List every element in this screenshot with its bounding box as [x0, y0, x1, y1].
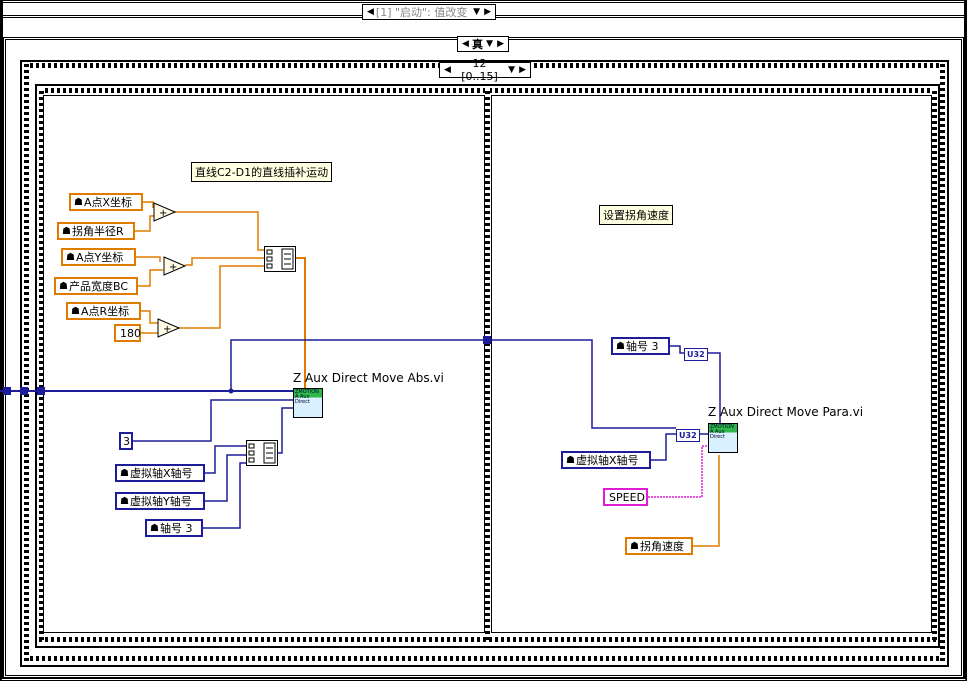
wire-tunnel: [3, 387, 11, 395]
sequence-right-filmstrip: [940, 63, 945, 661]
add-node-1-icon[interactable]: +: [153, 202, 176, 222]
flat-frame-right: [491, 95, 932, 633]
control-axis-3-right[interactable]: ☗轴号 3: [611, 337, 670, 355]
vi-title-move-para: Z Aux Direct Move Para.vi: [708, 405, 864, 419]
svg-text:+: +: [163, 324, 171, 335]
local-variable-icon: ☗: [71, 305, 80, 317]
svg-text:+: +: [169, 262, 177, 273]
sequence-bottom-filmstrip: [24, 656, 945, 661]
control-corner-radius[interactable]: ☗拐角半径R: [57, 222, 135, 240]
sequence-label: 12 [0..15]: [461, 57, 498, 83]
to-u32-node-1[interactable]: U32: [684, 348, 708, 361]
control-a-x[interactable]: ☗A点X坐标: [69, 193, 143, 211]
event-case-label: [1] "启动": 值改变: [375, 6, 468, 19]
control-product-width[interactable]: ☗产品宽度BC: [54, 277, 138, 295]
sequence-left-filmstrip: [24, 63, 29, 661]
add-node-3-icon[interactable]: +: [157, 318, 180, 338]
next-case-icon[interactable]: ▶: [497, 39, 504, 49]
flat-frame-divider: [485, 88, 490, 640]
build-array-node-1-icon[interactable]: [264, 246, 296, 272]
local-variable-icon: ☗: [120, 467, 129, 479]
control-virtual-x-axis-right[interactable]: ☗虚拟轴X轴号: [561, 451, 651, 469]
prev-frame-icon[interactable]: ◀: [444, 65, 451, 75]
flat-sequence-right-filmstrip: [932, 88, 937, 640]
flat-sequence-left-filmstrip: [39, 88, 44, 640]
sequence-frame: [20, 60, 949, 667]
local-variable-icon: ☗: [630, 540, 639, 552]
vi-move-para-icon[interactable]: ZMOTION A Aux Direct: [708, 423, 738, 453]
sequence-selector[interactable]: ◀ 12 [0..15] ▼ ▶: [439, 57, 531, 83]
local-variable-icon: ☗: [62, 225, 71, 237]
control-corner-speed[interactable]: ☗拐角速度: [625, 537, 693, 555]
constant-180[interactable]: 180: [114, 324, 141, 342]
case-dropdown-icon[interactable]: ▼: [473, 7, 481, 17]
local-variable-icon: ☗: [616, 340, 625, 352]
wire-tunnel: [20, 387, 28, 395]
constant-speed[interactable]: SPEED: [603, 488, 648, 506]
local-variable-icon: ☗: [120, 495, 129, 507]
local-variable-icon: ☗: [74, 196, 83, 208]
control-a-y[interactable]: ☗A点Y坐标: [61, 248, 136, 266]
flat-sequence-outer: [35, 84, 940, 648]
frame-dropdown-icon[interactable]: ▼: [508, 65, 516, 75]
event-case-selector[interactable]: ◀ [1] "启动": 值改变 ▼ ▶: [362, 4, 496, 20]
build-array-node-2-icon[interactable]: [246, 440, 278, 466]
control-virtual-x-axis[interactable]: ☗虚拟轴X轴号: [115, 464, 205, 482]
local-variable-icon: ☗: [66, 251, 75, 263]
local-variable-icon: ☗: [59, 280, 68, 292]
local-variable-icon: ☗: [150, 522, 159, 534]
prev-case-arrow-icon[interactable]: ◀: [367, 7, 374, 17]
svg-text:+: +: [159, 208, 167, 219]
local-variable-icon: ☗: [566, 454, 575, 466]
next-frame-icon[interactable]: ▶: [519, 65, 526, 75]
prev-case-icon[interactable]: ◀: [462, 39, 469, 49]
case-dropdown-icon[interactable]: ▼: [486, 39, 494, 49]
control-virtual-y-axis[interactable]: ☗虚拟轴Y轴号: [115, 492, 205, 510]
vi-title-move-abs: Z Aux Direct Move Abs.vi: [293, 371, 444, 385]
wire-tunnel: [483, 336, 491, 344]
comment-corner-speed: 设置拐角速度: [599, 205, 673, 225]
add-node-2-icon[interactable]: +: [163, 256, 186, 276]
case-selector[interactable]: ◀ 真 ▼ ▶: [457, 36, 509, 52]
control-axis-3-left[interactable]: ☗轴号 3: [145, 519, 203, 537]
next-case-arrow-icon[interactable]: ▶: [484, 7, 491, 17]
vi-move-abs-icon[interactable]: ZMOTION A Aux Direct: [293, 388, 323, 418]
case-label: 真: [472, 38, 484, 51]
to-u32-node-2[interactable]: U32: [676, 429, 700, 442]
flat-frame-left: [43, 95, 485, 633]
wire-tunnel: [37, 387, 45, 395]
control-a-r[interactable]: ☗A点R坐标: [66, 302, 141, 320]
constant-3[interactable]: 3: [119, 432, 133, 450]
comment-linear-interp: 直线C2-D1的直线插补运动: [191, 162, 333, 182]
